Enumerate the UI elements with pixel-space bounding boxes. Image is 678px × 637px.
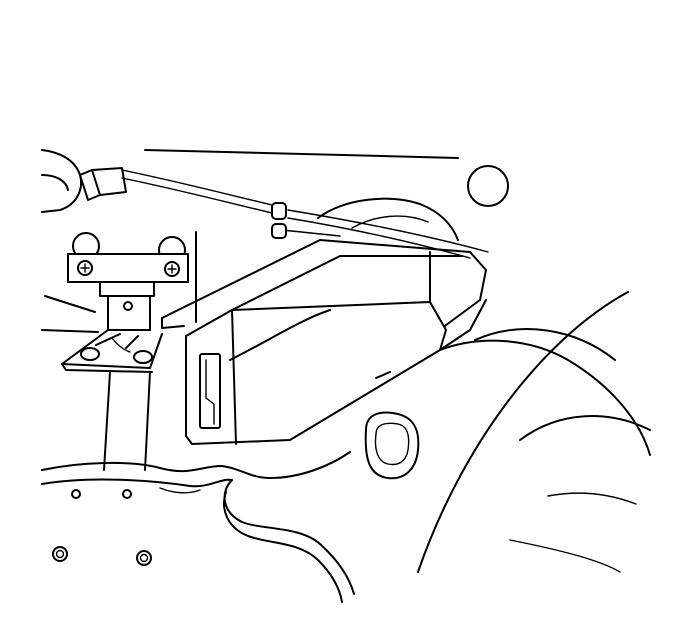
wheelhouse-arc [317,197,459,241]
latch-slot [199,353,221,429]
plug-hole [467,165,509,207]
module-housing [161,239,487,445]
harness-line [121,169,489,259]
left-pillar [41,149,127,213]
bolt-icon [164,261,180,277]
upper-trim-line [144,149,459,159]
floor-panel [41,451,355,603]
mounting-bracket [61,232,189,373]
harness-clip [271,202,287,239]
bolt-icon [77,260,93,276]
mounting-holes [52,489,152,566]
floor-grommet [364,411,420,480]
wheel-arcs [417,291,651,573]
